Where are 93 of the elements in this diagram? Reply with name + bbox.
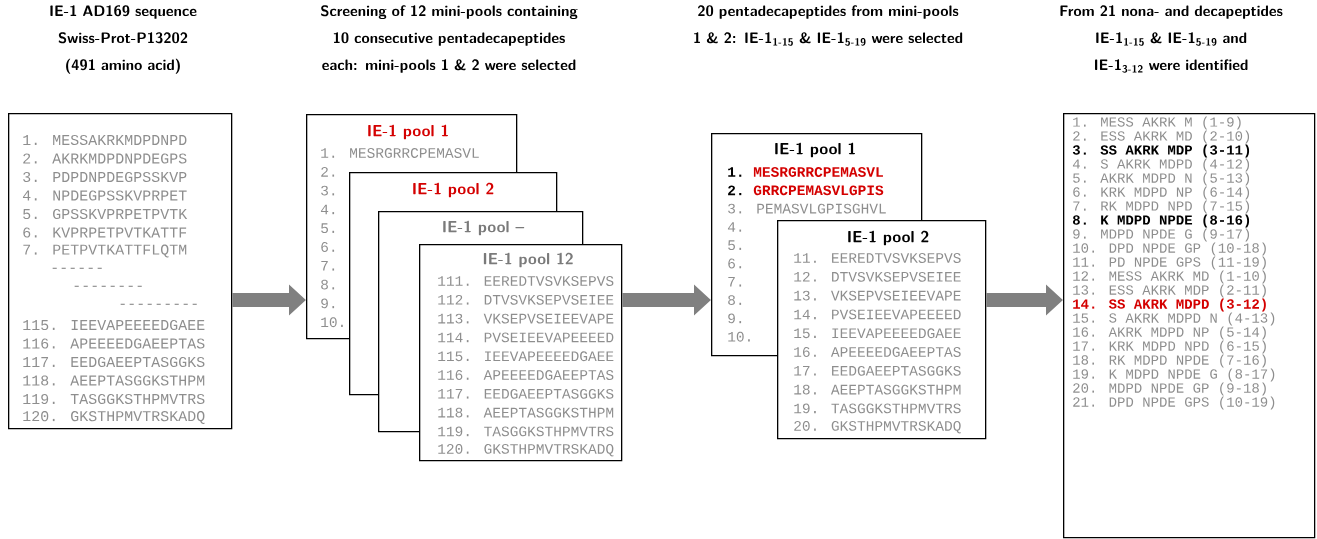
- sequence-line: 13. VKSEPVSEIEEVAPE: [794, 290, 961, 301]
- sequence-line: 9.: [321, 298, 335, 309]
- sequence-line: 17. KRK MDPD NPD (6-15): [1073, 340, 1266, 354]
- sequence-line: 15. S AKRK MDPD N (4-13): [1073, 312, 1275, 326]
- sequence-line: 19. TASGGKSTHPMVTRS: [794, 403, 961, 414]
- sequence-line: 2. ESS AKRK MD (2-10): [1073, 130, 1250, 144]
- sequence-line: 1. MESS AKRK M (1-9): [1073, 116, 1241, 130]
- sequence-line: 12. DTVSVKSEPVSEIEE: [794, 271, 961, 282]
- sequence-line: 5.: [728, 240, 742, 251]
- sequence-line: 4.: [727, 222, 742, 232]
- sequence-line: 1. MESRGRRCPEMASVL: [321, 148, 479, 158]
- sequence-line: 118. AEEPTASGGKSTHPM: [438, 407, 614, 418]
- sequence-line: 111. EEREDTVSVKSEPVS: [438, 276, 614, 286]
- ellipsis-dashes: --------: [74, 285, 142, 287]
- sequence-line: 20. GKSTHPMVTRSKADQ: [794, 421, 961, 434]
- ellipsis-dashes: ------: [52, 267, 102, 269]
- sequence-line: 1.: [728, 167, 742, 177]
- sequence-list-box: [8, 113, 233, 430]
- column-heading: Screening of 12 mini-pools containing 10 consecutive pentadecapeptides each: mini-pools 1 & 2 were selected: [321, 5, 578, 73]
- sequence-line: 14. PVSEIEEVAPEEEED: [794, 309, 961, 320]
- sequence-line: 8. K MDPD NPDE (8-16): [1072, 214, 1250, 228]
- card-title: IE-1 pool 2: [413, 182, 494, 198]
- sequence-line: 16. AKRK MDPD NP (5-14): [1073, 326, 1266, 340]
- sequence-line: 115. IEEVAPEEEEDGAEE: [23, 319, 205, 331]
- sequence-line: 2.: [321, 166, 335, 177]
- sequence-line: 4. S AKRK MDPD (4-12): [1072, 158, 1250, 172]
- sequence-line: 18. RK MDPD NPDE (7-16): [1073, 354, 1266, 368]
- card-title: IE-1 pool 1: [368, 124, 448, 140]
- sequence-card: [419, 244, 623, 462]
- sequence-line: 120. GKSTHPMVTRSKADQ: [23, 411, 205, 424]
- sequence-line: 12. MESS AKRK MD (1-10): [1073, 270, 1266, 284]
- sequence-line: 13. ESS AKRK MDP (2-11): [1073, 284, 1266, 298]
- sequence-line: 2. AKRKMDPDNPDEGPS: [23, 153, 187, 164]
- sequence-line: 3. SS AKRK MDP (3-11): [1072, 144, 1250, 158]
- sequence-line: 5. AKRK MDPD N (5-13): [1073, 172, 1250, 186]
- sequence-line: 19. K MDPD NPDE G (8-17): [1073, 368, 1275, 382]
- sequence-line: 4. NPDEGPSSKVPRPET: [22, 190, 187, 201]
- sequence-line: 8.: [321, 279, 335, 290]
- sequence-line: 21. DPD NPDE GPS (10-19): [1073, 396, 1275, 410]
- sequence-line: 6.: [321, 242, 335, 252]
- column-heading: From 21 nona- and decapeptides IE-1$_{1-15}$ & IE-1$_{5-19}$ and IE-1$_{3-12}$ were identified: [1060, 5, 1283, 73]
- sequence-line: 1. MESSAKRKMDPDNPD: [23, 134, 187, 146]
- sequence-line: 8.: [728, 295, 742, 306]
- sequence-line: 116. APEEEEDGAEEPTAS: [438, 370, 614, 380]
- sequence-line: 117. EEDGAEEPTASGGKS: [438, 388, 614, 399]
- sequence-line: 119. TASGGKSTHPMVTRS: [438, 426, 614, 437]
- sequence-line: 7.: [321, 261, 335, 271]
- sequence-line: 5.: [321, 223, 335, 234]
- column-heading: 20 pentadecapeptides from mini-pools 1 & 2: IE-1$_{1-15}$ & IE-1$_{5-19}$ were selected: [694, 5, 963, 46]
- sequence-line: 17. EEDGAEEPTASGGKS: [794, 365, 961, 376]
- sequence-line: 3. PDPDNPDEGPSSKVP: [23, 171, 187, 183]
- sequence-line: 9. MDPD NPDE G (9-17): [1073, 228, 1250, 242]
- sequence-line: 3. PEMASVLGPISGHVL: [728, 203, 886, 214]
- sequence-line: 114. PVSEIEEVAPEEEED: [438, 332, 614, 343]
- sequence-line: 6. KVPRPETPVTKATTF: [23, 227, 187, 238]
- card-title: IE-1 pool –: [443, 220, 525, 236]
- sequence-line: 11. EEREDTVSVKSEPVS: [794, 253, 961, 263]
- sequence-line: 18. AEEPTASGGKSTHPM: [794, 384, 961, 395]
- sequence-line: GRRCPEMASVLGPIS: [753, 185, 884, 196]
- sequence-line: 14. SS AKRK MDPD (3-12): [1073, 298, 1266, 312]
- sequence-line: 116. APEEEEDGAEEPTAS: [23, 338, 205, 349]
- sequence-line: 2.: [728, 185, 742, 196]
- sequence-line: 5. GPSSKVPRPETPVTK: [23, 208, 188, 220]
- sequence-line: MESRGRRCPEMASVL: [753, 167, 883, 177]
- card-title: IE-1 pool 2: [848, 230, 929, 246]
- sequence-line: 115. IEEVAPEEEEDGAEE: [438, 351, 614, 362]
- sequence-line: 6. KRK MDPD NP (6-14): [1073, 186, 1250, 200]
- sequence-line: 3.: [321, 185, 335, 196]
- sequence-line: 16. APEEEEDGAEEPTAS: [794, 347, 961, 357]
- column-heading: IE-1 AD169 sequence Swiss-Prot-P13202 (491 amino acid): [50, 5, 197, 74]
- sequence-line: 120. GKSTHPMVTRSKADQ: [438, 444, 614, 457]
- sequence-line: 7. PETPVTKATTFLQTM: [23, 244, 187, 258]
- sequence-card: [777, 220, 987, 440]
- card-title: IE-1 pool 1: [775, 142, 855, 158]
- sequence-line: 10.: [321, 317, 343, 328]
- sequence-line: 4.: [320, 204, 335, 215]
- card-title: IE-1 pool 12: [483, 252, 573, 268]
- sequence-line: 112. DTVSVKSEPVSEIEE: [438, 294, 614, 305]
- sequence-line: 10.: [728, 331, 750, 342]
- sequence-line: 15. IEEVAPEEEEDGAEE: [794, 328, 961, 339]
- sequence-line: 113. VKSEPVSEIEEVAPE: [438, 313, 614, 324]
- sequence-line: 9.: [728, 313, 742, 324]
- sequence-line: 119. TASGGKSTHPMVTRS: [23, 393, 205, 405]
- ellipsis-dashes: ---------: [120, 303, 197, 305]
- sequence-line: 7. RK MDPD NPD (7-15): [1073, 200, 1250, 214]
- sequence-line: 117. EEDGAEEPTASGGKS: [23, 356, 205, 368]
- sequence-line: 6.: [728, 258, 742, 269]
- sequence-line: 11. PD NPDE GPS (11-19): [1073, 256, 1266, 270]
- peptide-list-box: [1063, 113, 1316, 539]
- sequence-line: 20. MDPD NPDE GP (9-18): [1073, 382, 1266, 396]
- sequence-line: 7.: [728, 277, 742, 287]
- sequence-line: 118. AEEPTASGGKSTHPM: [23, 375, 205, 386]
- sequence-line: 10. DPD NPDE GP (10-18): [1073, 242, 1266, 256]
